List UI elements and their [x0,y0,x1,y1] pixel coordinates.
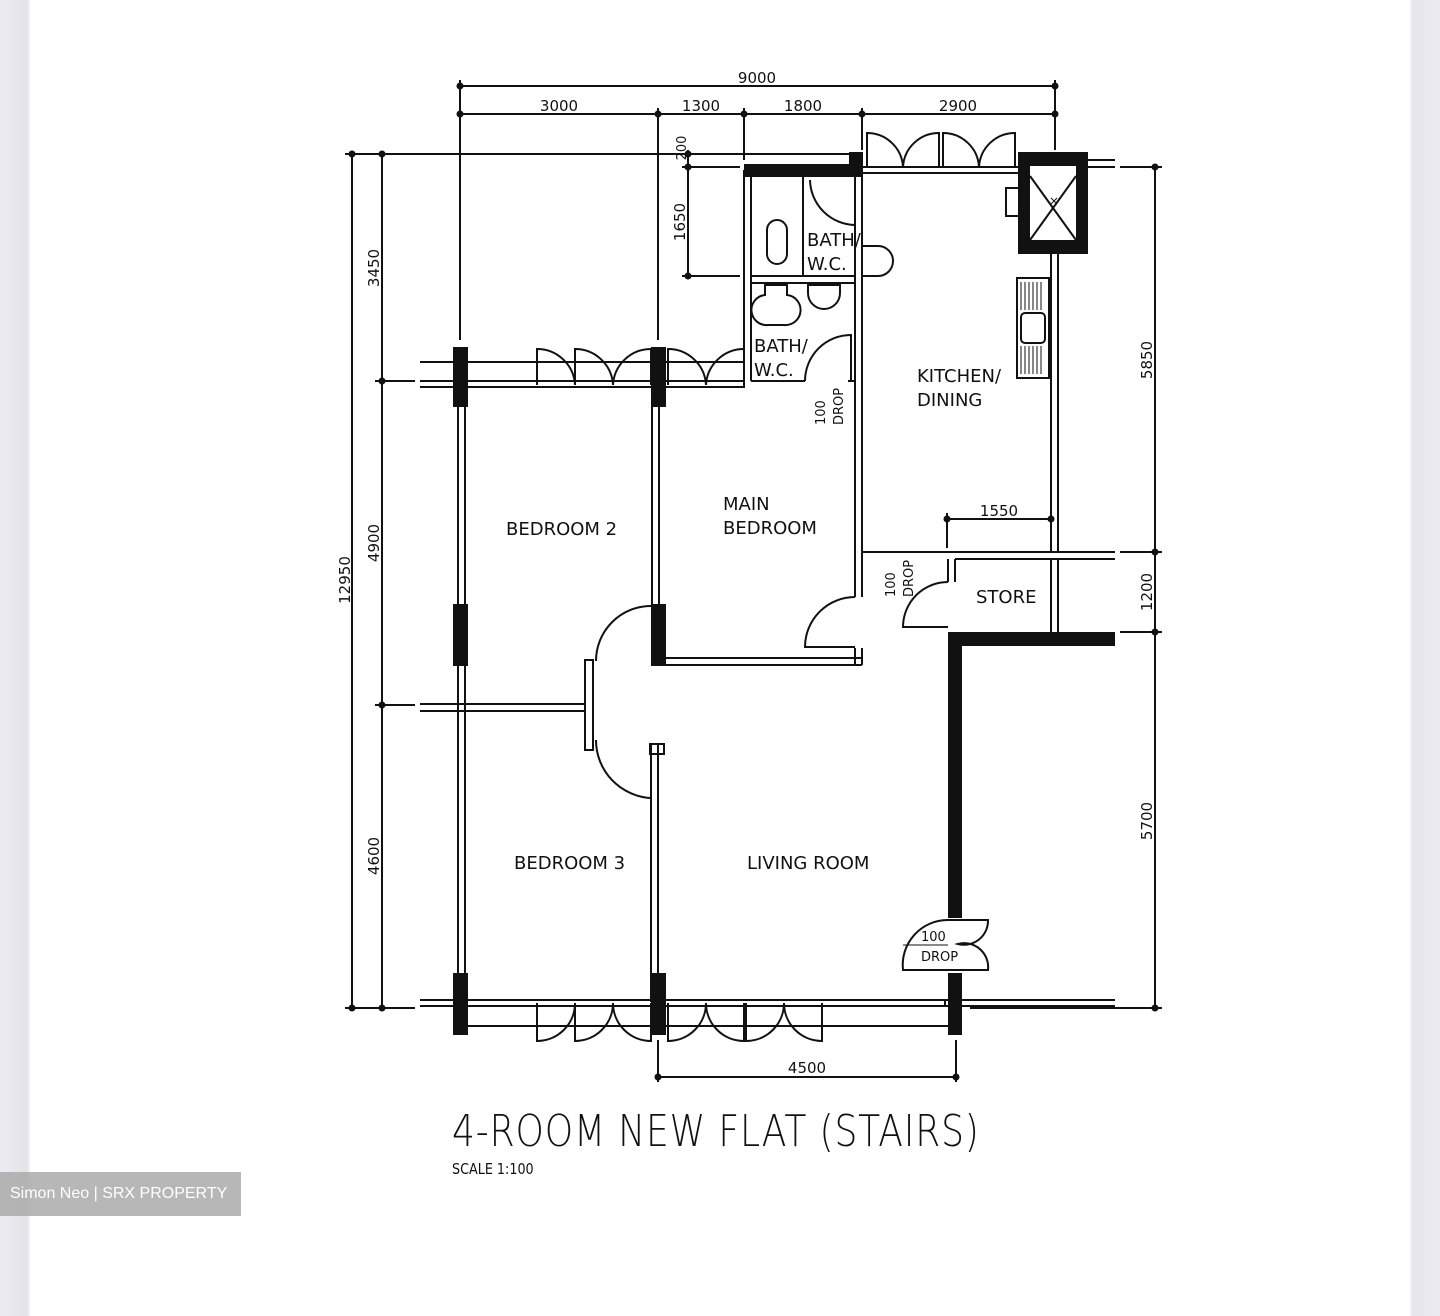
room-label-bath-2a: BATH/ [754,336,809,357]
drop-entrance-value: 100 [921,930,946,945]
dim-top-4: 2900 [939,97,977,115]
dim-total-depth: 12950 [336,556,354,604]
floor-plan-page: 9000 3000 1300 1800 2900 12950 3450 4900… [30,0,1410,1316]
dim-top-2: 1300 [682,97,720,115]
dim-total-width: 9000 [738,69,776,87]
left-margin-bar [0,0,30,1316]
drop-kitchen-value: 100 [884,572,899,597]
dim-right-1: 5850 [1138,341,1156,379]
dim-bottom-4500: 4500 [788,1059,826,1077]
plan-scale: SCALE 1:100 [452,1160,534,1178]
dim-left-2: 4900 [365,524,383,562]
floor-plan-drawing: 9000 3000 1300 1800 2900 12950 3450 4900… [336,69,1162,1082]
dim-top-1: 3000 [540,97,578,115]
dim-left-1: 3450 [365,249,383,287]
dim-bath-200: 200 [675,136,690,161]
room-label-bath-1a: BATH/ [807,230,862,251]
room-label-kitchen-a: KITCHEN/ [917,366,1002,387]
room-label-bedroom-2: BEDROOM 2 [506,519,617,540]
drop-kitchen-label: DROP [902,560,917,597]
dim-right-2: 1200 [1138,573,1156,611]
dim-store-1550: 1550 [980,502,1018,520]
watermark: Simon Neo | SRX PROPERTY [0,1172,241,1216]
plan-title: 4-ROOM NEW FLAT (STAIRS) [452,1106,980,1157]
dim-bath-1650: 1650 [671,203,689,241]
room-label-bedroom-3: BEDROOM 3 [514,853,625,874]
dim-right-3: 5700 [1138,802,1156,840]
right-margin-bar [1410,0,1440,1316]
room-label-main-a: MAIN [723,494,770,515]
dim-left-3: 4600 [365,837,383,875]
drop-bath-label: DROP [832,388,847,425]
dim-top-3: 1800 [784,97,822,115]
room-label-store: STORE [976,587,1036,608]
room-label-bath-1b: W.C. [807,254,847,275]
room-label-kitchen-b: DINING [917,390,982,411]
room-label-main-b: BEDROOM [723,518,817,539]
room-label-living: LIVING ROOM [747,853,869,874]
room-label-bath-2b: W.C. [754,360,794,381]
drop-bath-value: 100 [814,400,829,425]
drop-entrance-label: DROP [921,950,958,965]
